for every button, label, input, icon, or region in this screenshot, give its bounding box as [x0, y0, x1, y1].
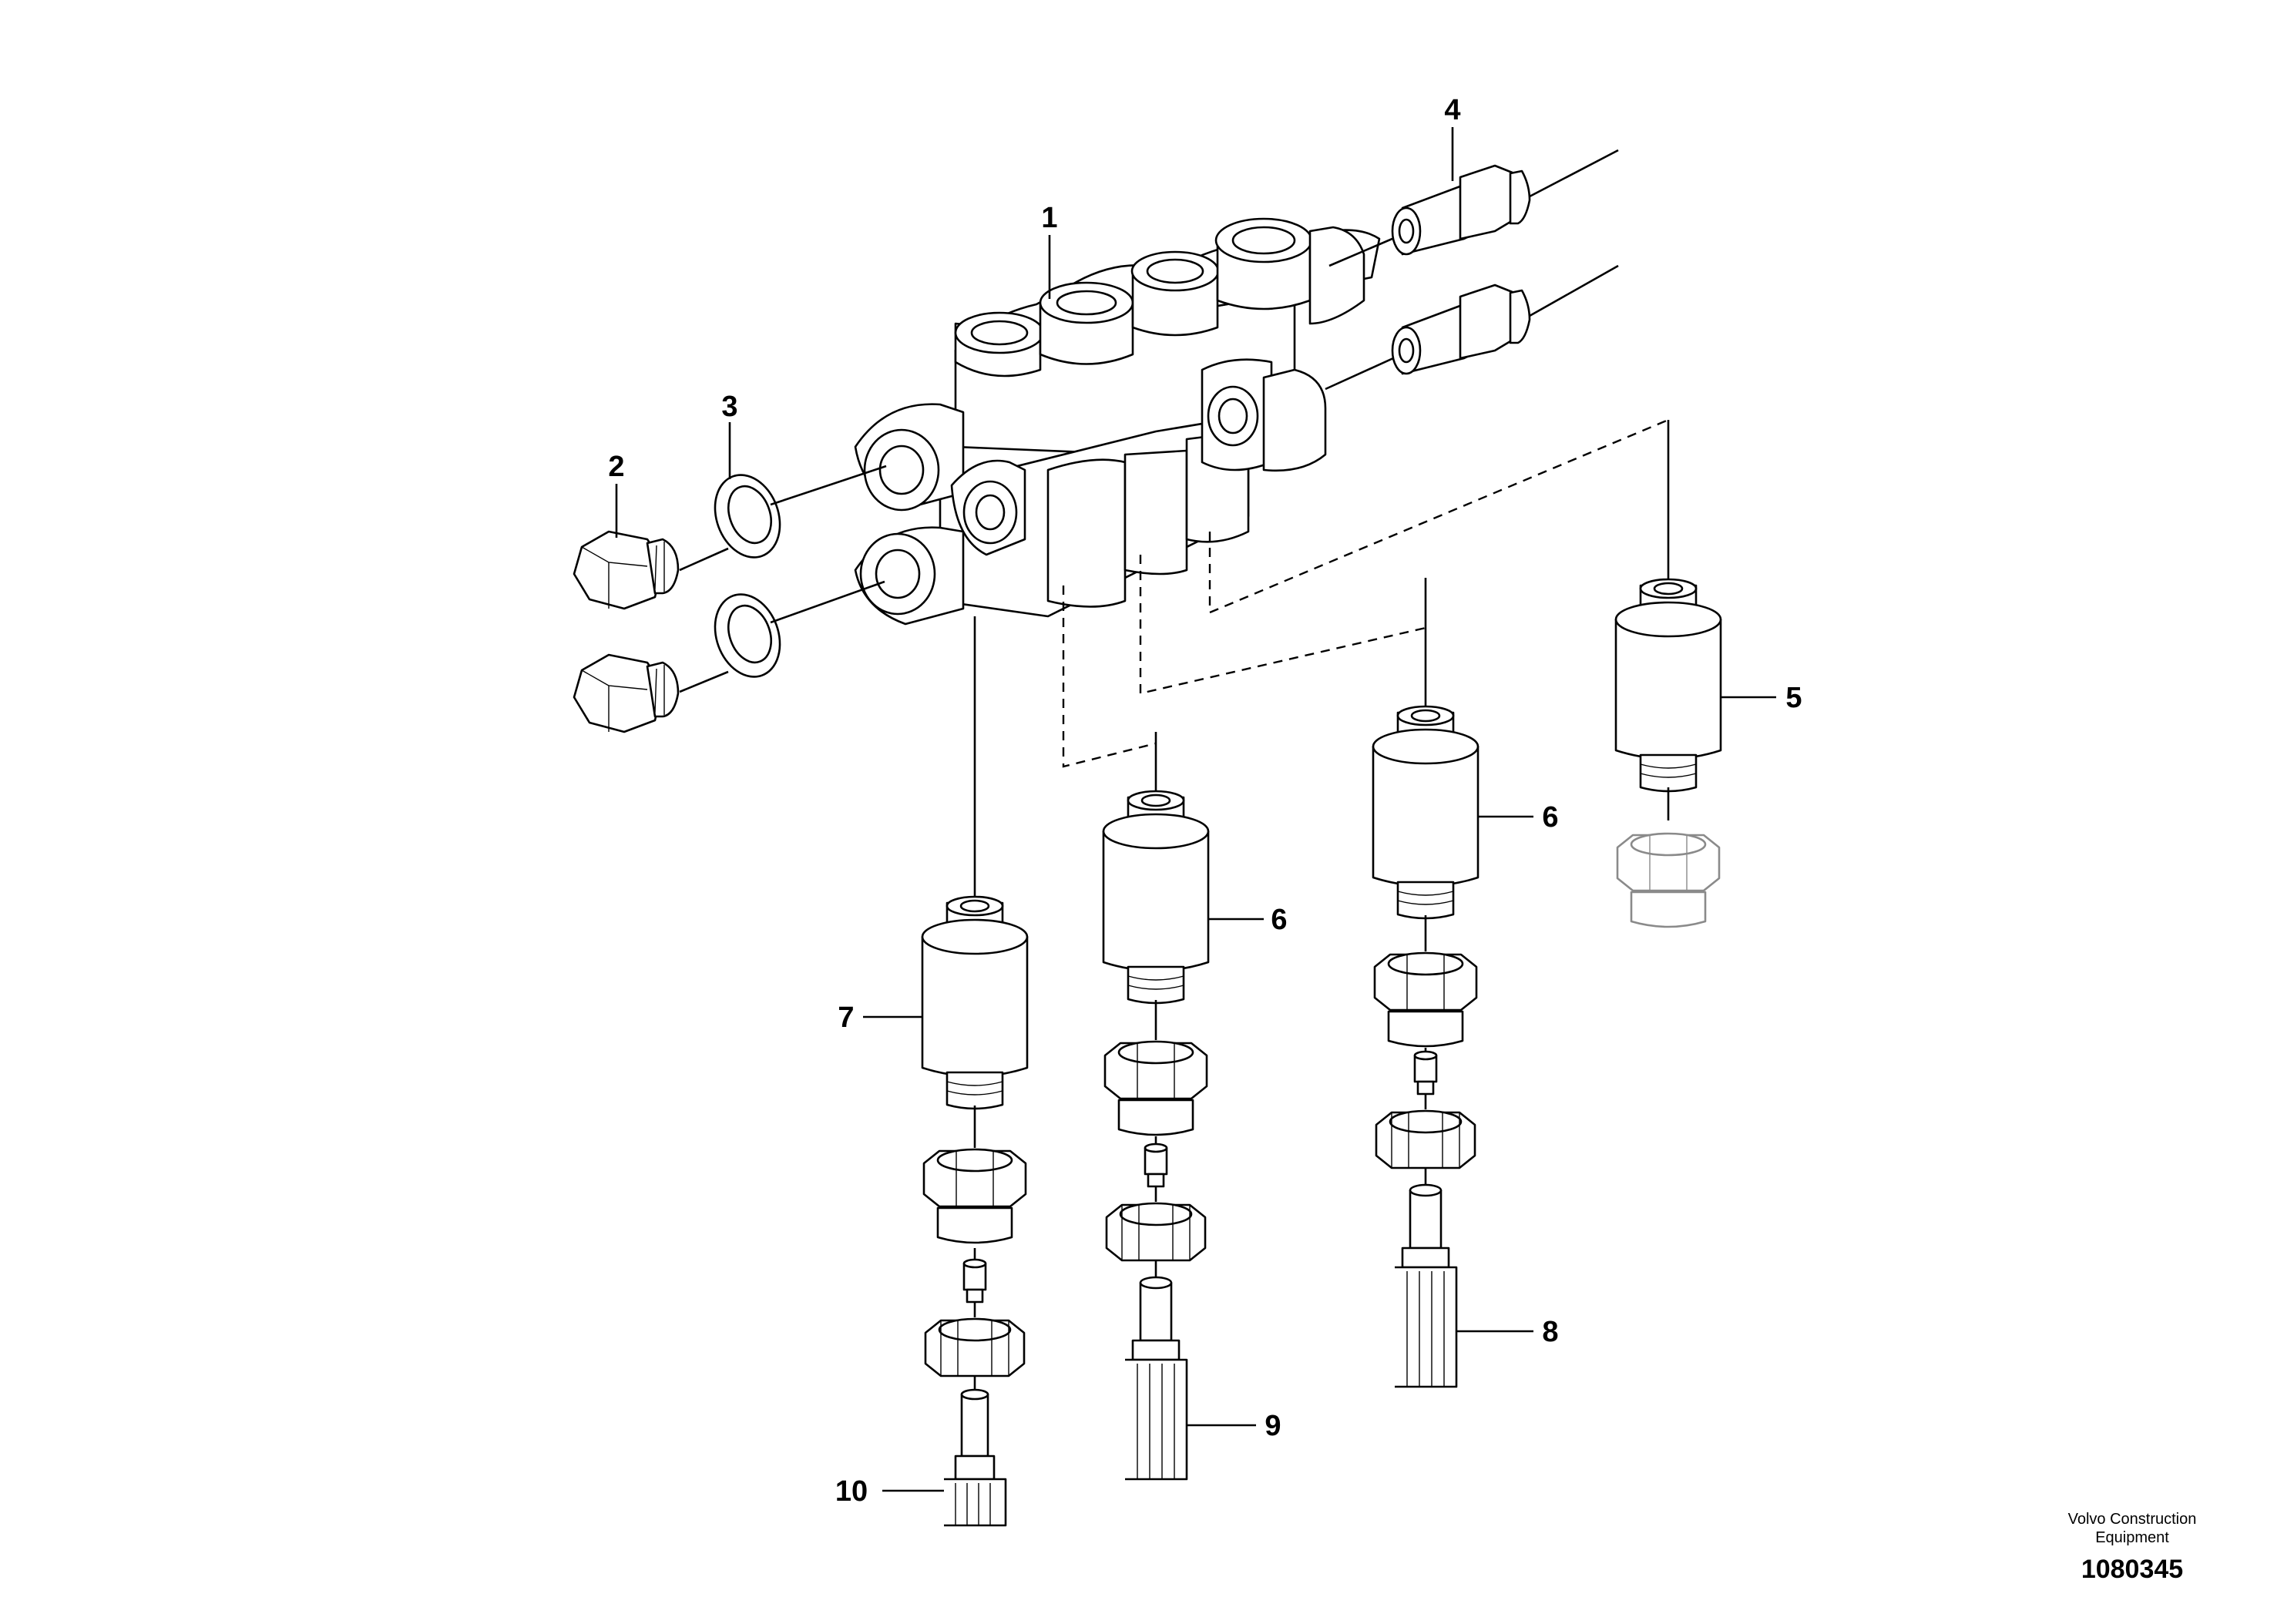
plug-item-2-lower — [573, 653, 680, 733]
brand-block: Volvo Construction Equipment 1080345 — [2047, 1510, 2217, 1585]
callout-9: 9 — [1265, 1410, 1281, 1442]
callout-10: 10 — [835, 1475, 868, 1508]
seal-ring-item-3-lower — [714, 593, 781, 678]
callout-5: 5 — [1785, 682, 1802, 714]
callout-4: 4 — [1444, 94, 1460, 126]
callout-8: 8 — [1542, 1316, 1558, 1348]
cartridge-item-7 — [921, 895, 1029, 1110]
hose-item-9 — [1125, 1276, 1188, 1481]
union-item-5-greyed — [1616, 832, 1721, 928]
callout-7: 7 — [838, 1002, 854, 1034]
sleeve-item-6-a — [1144, 1143, 1168, 1188]
cartridge-item-5 — [1614, 578, 1722, 793]
callout-6-b: 6 — [1271, 904, 1287, 936]
cartridge-item-6-a — [1102, 790, 1210, 1005]
sleeve-item-7 — [962, 1258, 987, 1304]
nut-item-6-a — [1105, 1202, 1207, 1262]
plug-item-2-upper — [573, 530, 680, 610]
fitting-item-4-upper — [1328, 149, 1619, 267]
hose-item-10 — [944, 1388, 1007, 1527]
sleeve-item-6-b — [1413, 1050, 1438, 1096]
callout-2: 2 — [608, 451, 624, 483]
fitting-item-4-lower — [1325, 264, 1619, 391]
document-number: 1080345 — [2081, 1555, 2184, 1584]
union-item-6-b — [1373, 951, 1478, 1048]
hose-item-8 — [1395, 1183, 1458, 1388]
union-item-6-a — [1103, 1040, 1208, 1136]
callout-3: 3 — [721, 391, 737, 423]
nut-item-6-b — [1375, 1109, 1476, 1169]
callout-1: 1 — [1041, 202, 1057, 234]
nut-item-7 — [924, 1317, 1026, 1377]
company-name: Volvo Construction Equipment — [2067, 1511, 2197, 1546]
seal-ring-item-3-upper — [714, 474, 781, 559]
valve-manifold-block — [854, 217, 1381, 626]
callout-6-c: 6 — [1542, 801, 1558, 834]
union-item-7 — [922, 1148, 1027, 1244]
cartridge-item-6-b — [1372, 705, 1480, 920]
